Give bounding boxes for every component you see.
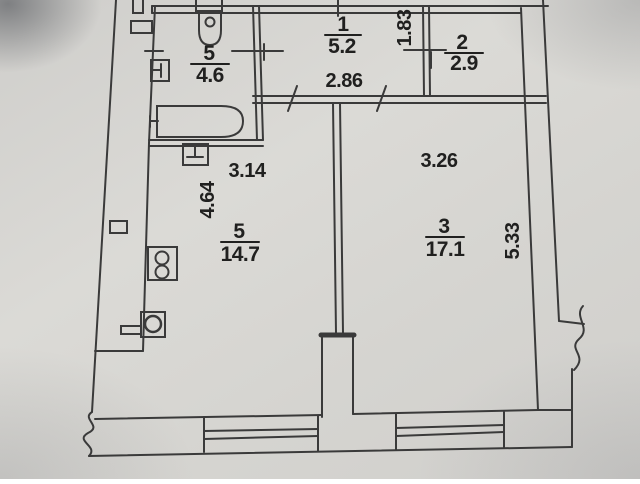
dim-kitchen-depth: 4.64	[197, 180, 219, 218]
washer-icon	[140, 311, 166, 338]
kitchen-left-wall	[142, 142, 150, 352]
toilet-bowl-icon	[198, 10, 222, 47]
outer-wall-right-jog	[558, 320, 585, 325]
bottom-wall-windows	[94, 409, 539, 453]
washer-tab-icon	[120, 325, 142, 335]
storage-area: 2.9	[450, 52, 478, 75]
top-wall	[151, 0, 549, 17]
kitchen	[94, 142, 209, 352]
radiator-icon	[109, 220, 128, 234]
storage-number: 2	[456, 31, 467, 54]
living-number: 3	[438, 215, 449, 238]
partition-line2	[339, 102, 344, 334]
kitchen-window	[203, 415, 319, 453]
stove-burner-icon	[154, 264, 170, 280]
kitchen-bottom-inner-face	[94, 414, 323, 420]
doorway-slash-living	[376, 85, 387, 112]
dim-storage-width: 1.83	[394, 9, 416, 46]
washer-drum-icon	[143, 314, 163, 334]
window-pane-line	[203, 435, 319, 440]
living-bottom-inner-face	[352, 409, 539, 415]
hallway-area: 5.2	[328, 35, 356, 58]
dim-hallway-width: 2.86	[326, 70, 363, 92]
inner-wall-right	[520, 7, 539, 411]
break-line-right	[573, 305, 585, 371]
kitchen-living-partition	[318, 102, 357, 418]
wash-basin-tap-icon	[150, 63, 162, 78]
kitchen-sink-tap-icon	[186, 143, 204, 158]
vent-tab-icon	[130, 20, 153, 34]
outer-walls	[82, 0, 585, 457]
stove-icon	[147, 246, 178, 281]
bathroom-area: 4.6	[196, 64, 224, 87]
partition-line1	[332, 102, 337, 334]
toilet-tank-icon	[195, 0, 223, 12]
bathtub-icon	[156, 105, 245, 138]
vent-shaft-marks	[130, 0, 153, 34]
outer-wall-bottom	[88, 446, 573, 457]
kitchen-number: 5	[233, 220, 245, 243]
living-window	[395, 411, 505, 451]
bathroom-right-wall-line1	[252, 5, 258, 141]
vent-tab-icon	[132, 0, 144, 14]
labels: 5 4.6 1 5.2 2 2.9 5 14.7 3 17.1	[190, 13, 484, 266]
dimension-labels: 1.83 2.86 3.14 4.64 3.26 5.33	[197, 9, 524, 259]
bathroom	[130, 0, 284, 147]
window-pane-line	[395, 431, 505, 437]
window-pane-line	[203, 428, 319, 432]
hallway-number: 1	[337, 13, 349, 36]
bathroom-right-wall-line2	[258, 5, 264, 141]
dim-living-width: 3.26	[421, 150, 458, 172]
bathroom-number: 5	[203, 42, 215, 65]
kitchen-area: 14.7	[221, 243, 260, 266]
doorway-slash-kitchen	[287, 85, 298, 112]
stove-burner-icon	[154, 250, 170, 266]
living-area: 17.1	[426, 238, 466, 261]
bathtub-tap-icon	[149, 115, 159, 128]
toilet-drain-icon	[204, 16, 216, 28]
dim-living-depth: 5.33	[502, 222, 524, 259]
storage-room	[403, 5, 447, 97]
hallway	[252, 85, 547, 112]
outer-wall-left	[91, 0, 117, 413]
dim-kitchen-width: 3.14	[229, 160, 267, 182]
break-line-bottom-left	[82, 411, 95, 457]
window-pane-line	[395, 424, 505, 429]
outer-wall-right-upper	[542, 0, 560, 322]
